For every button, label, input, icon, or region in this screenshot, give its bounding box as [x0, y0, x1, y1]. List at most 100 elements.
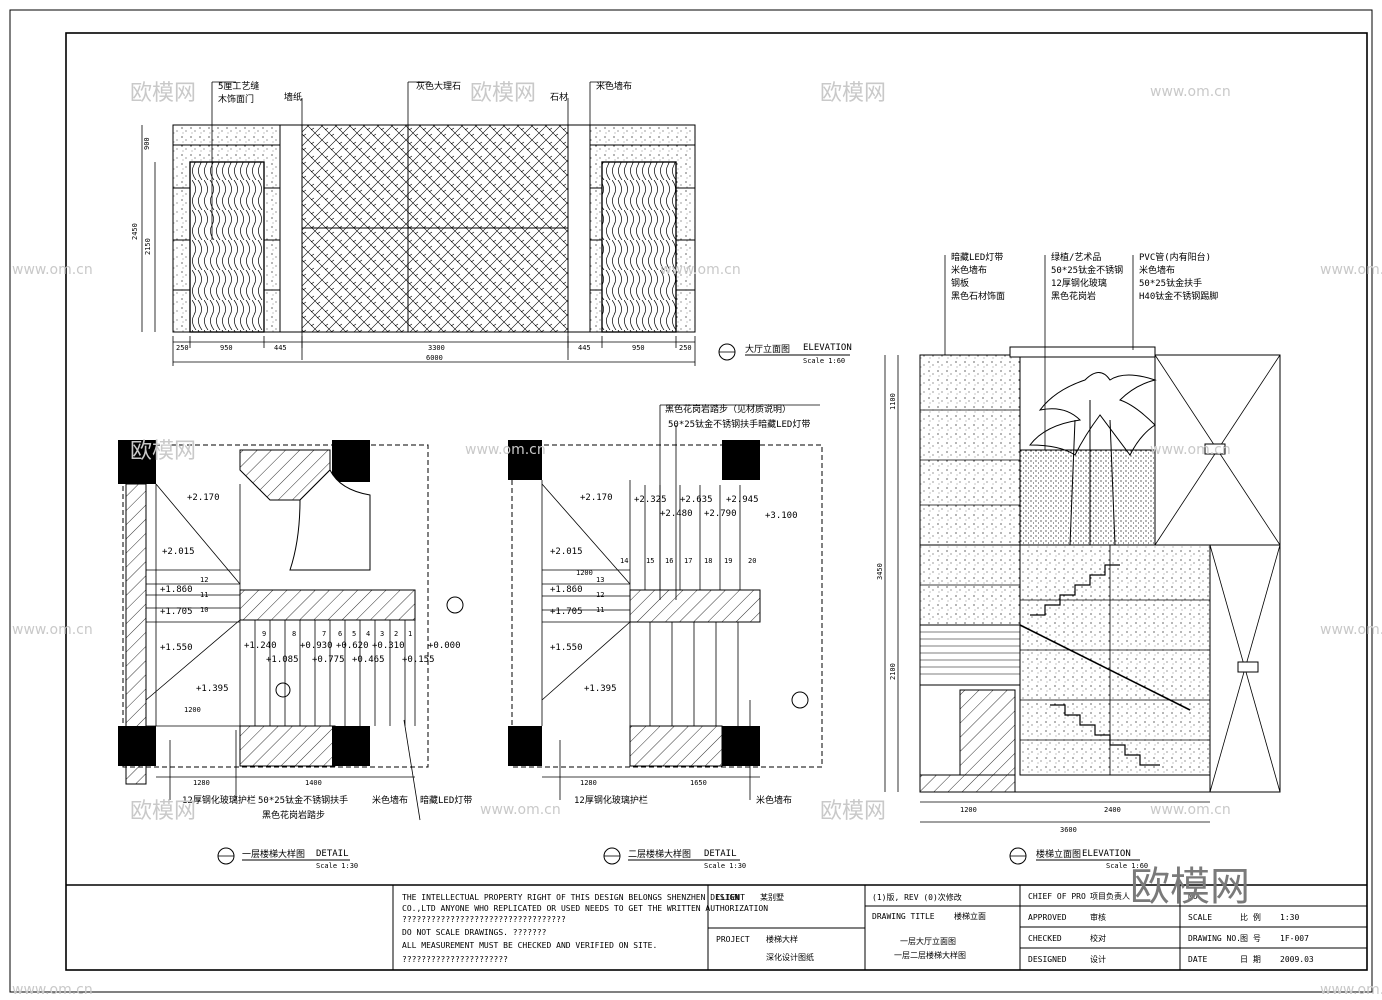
- plan2-step-13: 13: [596, 576, 604, 584]
- plan2-step-15: 15: [646, 557, 654, 565]
- elev-right-note-a2: 米色墙布: [951, 264, 987, 276]
- tb-approved-value: 审核: [1090, 912, 1106, 922]
- watermark-logo-2: 欧模网: [470, 81, 536, 106]
- elev-right-note-c1: PVC管(内有阳台): [1139, 251, 1211, 263]
- plan2-title: 二层楼梯大样图: [628, 848, 691, 860]
- elev-top-bdim-7: 250: [679, 344, 692, 352]
- elev-top-note-2: 木饰面门: [218, 93, 254, 105]
- plan2-step-18: 18: [704, 557, 712, 565]
- sheet-inner-border: [65, 32, 1368, 971]
- elev-top-bdim-5: 445: [578, 344, 591, 352]
- tb-notice-2: CO.,LTD ANYONE WHO REPLICATED OR USED NE…: [402, 904, 768, 913]
- watermark-logo-4: 欧模网: [130, 439, 196, 464]
- plan1-level-4: +1.705: [160, 607, 193, 617]
- elev-top-bdim-1: 250: [176, 344, 189, 352]
- plan2-level-3: +1.860: [550, 585, 583, 595]
- elev-top-dim-top: 900: [143, 137, 151, 150]
- plan2-level-9: +2.635: [680, 495, 713, 505]
- watermark-logo-6: 欧模网: [820, 799, 886, 824]
- elev-right-note-b1: 绿植/艺术品: [1051, 251, 1101, 263]
- tb-designed-value: 设计: [1090, 954, 1106, 964]
- title-block: THE INTELLECTUAL PROPERTY RIGHT OF THIS …: [66, 884, 1367, 970]
- plan1-step-10: 10: [200, 606, 208, 614]
- elev-right-bdim-1: 1200: [960, 806, 977, 814]
- plan1-level-1: +2.170: [187, 493, 220, 503]
- watermark-logo-large: 欧模网: [1130, 864, 1250, 910]
- elev-top-title: 大厅立面图: [745, 343, 790, 355]
- tb-notice-3: ??????????????????????????????????: [402, 915, 566, 924]
- watermark-url-7: www.om.cn: [12, 622, 93, 638]
- plan1-subtitle: DETAIL: [316, 849, 349, 859]
- elev-top-note-5: 石材: [550, 91, 568, 103]
- watermark-url-11: www.om.cn: [12, 982, 93, 998]
- plan2-level-6: +1.395: [584, 684, 617, 694]
- elev-right-total: 3600: [1060, 826, 1077, 834]
- tb-scale-label: SCALE: [1188, 913, 1212, 922]
- plan1-step-11: 11: [200, 591, 208, 599]
- plan2-level-8: +2.480: [660, 509, 693, 519]
- watermark-url-2: www.om.cn: [660, 262, 741, 278]
- watermark-logo-1: 欧模网: [130, 81, 196, 106]
- elev-top-note-3: 墙纸: [284, 91, 302, 103]
- plan1-note-4: 米色墙布: [372, 794, 408, 806]
- stair-plan-2: +2.170 +2.015 +1.860 +1.705 +1.550 +1.39…: [508, 403, 823, 870]
- watermark-url-8: www.om.cn: [1320, 622, 1382, 638]
- plan1-dim-3: 1400: [305, 779, 322, 787]
- plan2-step-11: 11: [596, 606, 604, 614]
- plan1-level-7: +1.240: [244, 641, 277, 651]
- tb-notice-6: ??????????????????????: [402, 955, 508, 964]
- tb-notice-4: DO NOT SCALE DRAWINGS. ???????: [402, 928, 547, 937]
- elev-top-bdim-4: 3300: [428, 344, 445, 352]
- plan2-dim-3: 1650: [690, 779, 707, 787]
- elev-top-bdim-3: 445: [274, 344, 287, 352]
- tb-drawing-no-label: DRAWING NO.: [1188, 934, 1241, 943]
- hall-elevation: 5厘工艺缝 木饰面门 墙纸 灰色大理石 石材 米色墙布 900 2450 215…: [131, 80, 852, 366]
- plan2-scale: Scale 1:30: [704, 862, 746, 870]
- elev-right-ldim-3: 2100: [889, 663, 897, 680]
- plan1-step-4: 4: [366, 630, 370, 638]
- plan1-note-3: 黑色花岗岩踏步: [262, 809, 325, 821]
- elev-right-bdim-2: 2400: [1104, 806, 1121, 814]
- sheet-outer-border: [9, 9, 1373, 993]
- tb-date-cn: 日 期: [1240, 955, 1261, 964]
- plan2-step-20: 20: [748, 557, 756, 565]
- tb-notice-1: THE INTELLECTUAL PROPERTY RIGHT OF THIS …: [402, 893, 739, 902]
- watermark-logo-5: 欧模网: [130, 799, 196, 824]
- tb-chief-label: CHIEF OF PRO: [1028, 892, 1086, 901]
- plan1-step-6: 6: [338, 630, 342, 638]
- plan2-level-12: +3.100: [765, 511, 798, 521]
- plan1-step-12: 12: [200, 576, 208, 584]
- plan1-step-1: 1: [408, 630, 412, 638]
- plan1-note-1: 12厚钢化玻璃护栏: [182, 794, 256, 806]
- tb-client-value: 某别墅: [760, 892, 784, 902]
- plan2-note-3: 12厚钢化玻璃护栏: [574, 794, 648, 806]
- elev-top-total: 6000: [426, 354, 443, 362]
- tb-drawing-title-label: DRAWING TITLE: [872, 912, 935, 921]
- right-door: [601, 161, 677, 333]
- tb-drawing-no-value: 1F-007: [1280, 934, 1309, 943]
- plan2-note-2: 50*25钛金不锈钢扶手暗藏LED灯带: [668, 418, 810, 430]
- elev-top-dim-left-2: 2150: [144, 238, 152, 255]
- stair-plan-1: +2.170 +2.015 +1.860 +1.705 +1.550 +1.39…: [118, 440, 472, 870]
- plan1-level-15: +0.000: [428, 641, 461, 651]
- plan1-step-8: 8: [292, 630, 296, 638]
- watermark-layer: 欧模网 欧模网 欧模网 www.om.cn www.om.cn www.om.c…: [12, 81, 1382, 998]
- plan1-step-7: 7: [322, 630, 326, 638]
- plan1-level-2: +2.015: [162, 547, 195, 557]
- tb-designed-label: DESIGNED: [1028, 955, 1067, 964]
- plan1-level-13: +0.310: [372, 641, 405, 651]
- tb-notice-5: ALL MEASUREMENT MUST BE CHECKED AND VERI…: [402, 941, 657, 950]
- plan2-level-7: +2.325: [634, 495, 667, 505]
- elev-right-subtitle: ELEVATION: [1082, 849, 1131, 859]
- watermark-url-6: www.om.cn: [1150, 442, 1231, 458]
- stair-elevation: 暗藏LED灯带 米色墙布 钢板 黑色石材饰面 绿植/艺术品 50*25钛金不锈钢…: [876, 251, 1281, 870]
- plan2-note-4: 米色墙布: [756, 794, 792, 806]
- plan2-subtitle: DETAIL: [704, 849, 737, 859]
- tb-drawing-title-value: 楼梯立面: [954, 911, 986, 921]
- plan2-step-16: 16: [665, 557, 673, 565]
- tb-no-label: NO.: [1188, 892, 1202, 901]
- plan1-step-9: 9: [262, 630, 266, 638]
- tb-approved-label: APPROVED: [1028, 913, 1067, 922]
- watermark-url-3: www.om.cn: [12, 262, 93, 278]
